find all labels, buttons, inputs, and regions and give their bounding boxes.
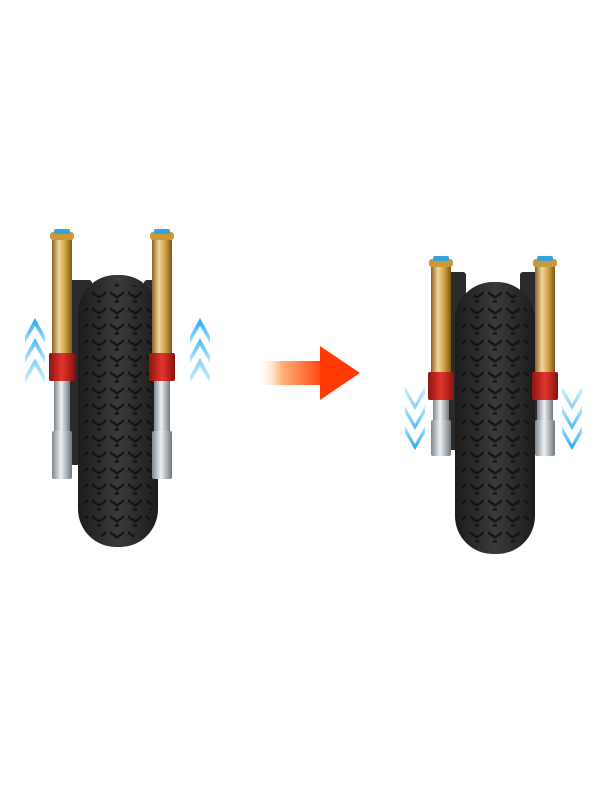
chevrons-up-icon xyxy=(190,318,210,383)
chevrons-down-icon xyxy=(405,386,425,450)
compressed-fork-icon xyxy=(428,256,558,554)
extended-fork-icon xyxy=(49,229,175,547)
chevrons-down-icon xyxy=(562,386,582,450)
chevrons-up-icon xyxy=(25,318,45,383)
arrow-right-icon xyxy=(258,346,360,400)
